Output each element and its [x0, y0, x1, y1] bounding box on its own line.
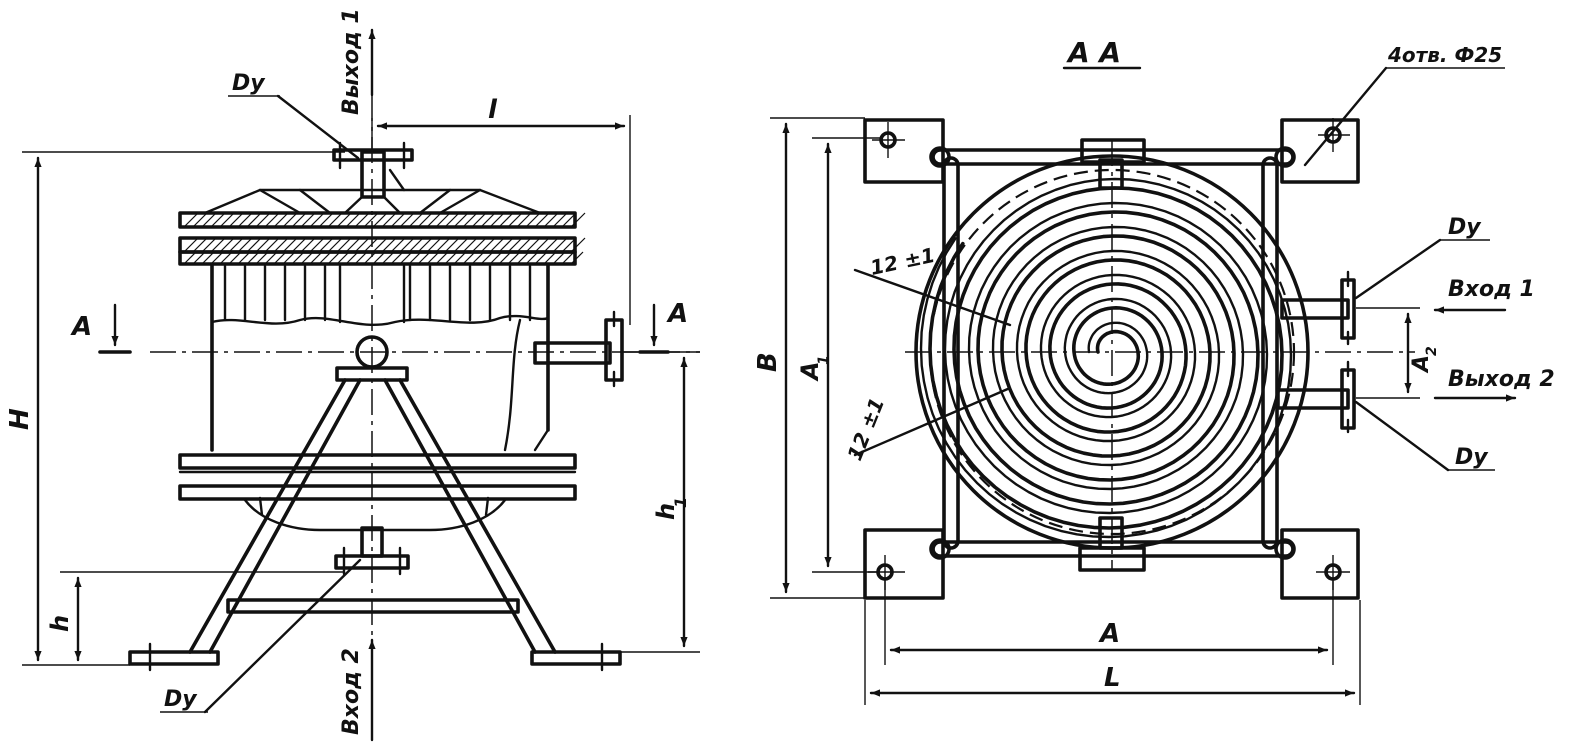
dimension-A1-label: A — [796, 361, 824, 382]
dimension-A-label: A — [1098, 619, 1120, 649]
dy-top-leader — [276, 94, 360, 160]
bottom-rib — [1098, 516, 1124, 550]
outlet-2-label: Выход 2 — [1448, 367, 1555, 392]
shell — [210, 263, 550, 452]
dy-upper-label: Dy — [1448, 215, 1482, 240]
section-title: A A — [1066, 36, 1121, 69]
outlet-1-label: Выход 1 — [339, 8, 364, 115]
spiral-coil — [919, 177, 1293, 539]
section-a-left-label: A — [70, 312, 92, 342]
side-nozzle — [533, 310, 624, 388]
gap-lower-leader — [853, 386, 1012, 457]
top-nozzle — [332, 141, 414, 199]
dimension-L-label: L — [1104, 663, 1121, 693]
dimension-B-label: B — [753, 352, 783, 372]
outlet-2-nozzle — [1276, 360, 1356, 434]
dy-upper-leader — [1354, 238, 1442, 300]
front-view: Dy Выход 1 l H h h 1 A A Вход 2 Dy — [5, 8, 700, 742]
dimension-A2-sub: 2 — [1424, 346, 1440, 356]
gap-upper-label: 12 ±1 — [868, 243, 937, 280]
section-dimensions — [770, 117, 1420, 705]
dimension-A2-label: A — [1409, 355, 1434, 374]
holes-leader — [1303, 66, 1388, 167]
dimension-h1-label: h — [652, 503, 680, 520]
section-markers — [98, 303, 670, 354]
lower-flanges — [178, 453, 577, 532]
spiral-strip-inner — [919, 177, 1293, 539]
dimension-H-label: H — [5, 408, 35, 430]
dimension-l-label: l — [488, 95, 498, 125]
dy-bottom-label: Dy — [164, 687, 198, 712]
section-a-right-label: A — [666, 299, 688, 329]
pivot-plate — [335, 366, 409, 382]
spiral-strip-outer — [928, 186, 1284, 530]
top-lug — [1080, 138, 1146, 164]
holes-label: 4отв. Ф25 — [1387, 43, 1502, 67]
gap-lower-label: 12 ±1 — [842, 394, 889, 464]
inlet-1-label: Вход 1 — [1448, 277, 1535, 302]
dy-top-label: Dy — [232, 71, 266, 96]
dy-bottom-leader — [203, 558, 362, 714]
stand-frame — [128, 378, 622, 672]
bottom-nozzle — [334, 526, 410, 576]
front-dimensions — [22, 115, 700, 666]
inlet-2-label: Вход 2 — [339, 648, 364, 735]
section-view: A A 4отв. Ф25 Dy Вход 1 A 2 Выход 2 Dy B… — [753, 36, 1555, 705]
top-rib — [1098, 158, 1124, 190]
top-cover — [203, 188, 542, 215]
gap-upper-leader — [853, 268, 1012, 327]
dy-lower-label: Dy — [1455, 445, 1489, 470]
dimension-A1-sub: 1 — [816, 355, 832, 365]
inlet-1-nozzle — [1280, 270, 1356, 346]
upper-flanges — [178, 211, 586, 266]
dimension-h-label: h — [46, 615, 74, 632]
dy-lower-leader — [1354, 400, 1450, 472]
dimension-h1-sub: 1 — [671, 497, 690, 508]
shell-pipes — [223, 264, 532, 324]
